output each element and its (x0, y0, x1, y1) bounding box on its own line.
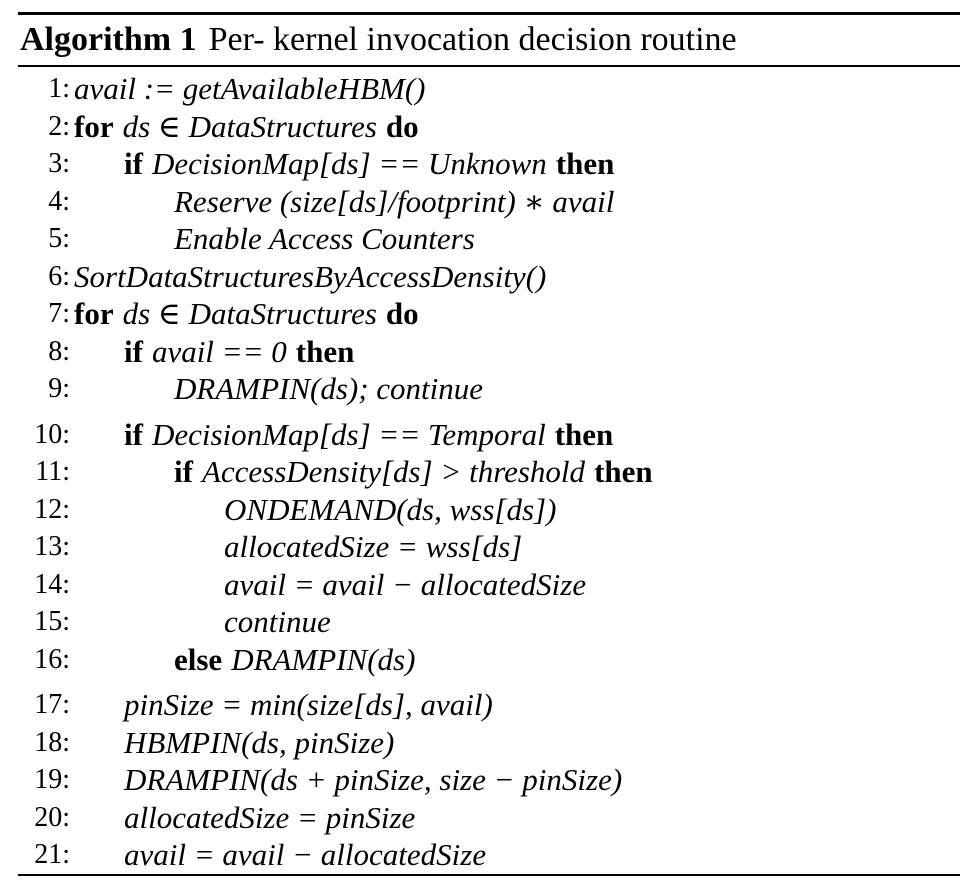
keyword: do (385, 108, 419, 144)
algorithm-line: 15: continue (18, 604, 960, 642)
line-number: 20: (34, 801, 70, 833)
algorithm-line: 5: Enable Access Counters (18, 221, 960, 259)
line-code: avail := getAvailableHBM() (74, 71, 426, 107)
keyword: if (124, 146, 143, 182)
line-number: 8: (48, 335, 70, 367)
top-rule (18, 12, 960, 15)
keyword: then (594, 454, 653, 490)
line-code: HBMPIN(ds, pinSize) (124, 724, 395, 760)
line-number: 17: (34, 689, 70, 721)
line-code: ONDEMAND(ds, wss[ds]) (224, 491, 557, 527)
line-code: SortDataStructuresByAccessDensity() (74, 258, 547, 294)
keyword: then (554, 416, 614, 452)
line-code: pinSize = min(size[ds], avail) (124, 687, 493, 723)
line-code: ds ∈ DataStructures (122, 108, 377, 144)
keyword: if (124, 333, 143, 369)
line-code: Reserve (size[ds]/footprint) ∗ avail (174, 183, 615, 219)
algorithm-line: 9: DRAMPIN(ds); continue (18, 371, 960, 409)
line-number: 21: (34, 839, 70, 871)
algorithm-line: 4: Reserve (size[ds]/footprint) ∗ avail (18, 183, 960, 221)
line-code: continue (224, 604, 331, 640)
line-code: ds ∈ DataStructures (122, 296, 377, 332)
keyword: else (174, 641, 223, 677)
line-number: 9: (48, 373, 70, 405)
line-code: AccessDensity[ds] > threshold (201, 454, 586, 490)
line-code: Enable Access Counters (174, 221, 475, 257)
algorithm-header: Algorithm 1 Per- kernel invocation decis… (18, 15, 960, 65)
algorithm-line: 21: avail = avail − allocatedSize (18, 837, 960, 875)
keyword: for (74, 108, 114, 144)
algorithm-line: 1: avail := getAvailableHBM() (18, 71, 960, 109)
line-code: avail == 0 (151, 333, 287, 369)
line-code: avail = avail − allocatedSize (124, 837, 487, 873)
line-number: 1: (48, 73, 70, 105)
line-code: DRAMPIN(ds); continue (174, 371, 484, 407)
line-number: 18: (34, 726, 70, 758)
line-number: 12: (34, 493, 70, 525)
algorithm-title: Per- kernel invocation decision routine (208, 21, 737, 58)
line-code: DecisionMap[ds] == Temporal (151, 416, 546, 452)
line-number: 4: (48, 185, 70, 217)
line-number: 7: (48, 298, 70, 330)
keyword: then (555, 146, 615, 182)
line-number: 11: (35, 456, 70, 488)
algorithm-line: 18: HBMPIN(ds, pinSize) (18, 724, 960, 762)
algorithm-line: 13: allocatedSize = wss[ds] (18, 529, 960, 567)
line-number: 6: (48, 260, 70, 292)
algorithm-line: 12: ONDEMAND(ds, wss[ds]) (18, 491, 960, 529)
bottom-rule (18, 874, 960, 876)
header-rule (18, 65, 960, 67)
line-number: 19: (34, 764, 70, 796)
algorithm-line: 19: DRAMPIN(ds + pinSize, size − pinSize… (18, 762, 960, 800)
algorithm-line: 20: allocatedSize = pinSize (18, 799, 960, 837)
line-number: 15: (34, 606, 70, 638)
line-code: DecisionMap[ds] == Unknown (151, 146, 547, 182)
line-number: 16: (34, 643, 70, 675)
line-code: allocatedSize = pinSize (124, 799, 416, 835)
line-code: allocatedSize = wss[ds] (224, 529, 523, 565)
line-code: avail = avail − allocatedSize (224, 566, 587, 602)
keyword: if (124, 416, 143, 452)
algorithm-block: Algorithm 1 Per- kernel invocation decis… (18, 12, 960, 876)
line-code: DRAMPIN(ds) (231, 641, 416, 677)
line-number: 13: (34, 531, 70, 563)
algorithm-line: 6: SortDataStructuresByAccessDensity() (18, 258, 960, 296)
line-number: 2: (48, 110, 70, 142)
line-number: 10: (34, 418, 70, 450)
line-number: 14: (34, 568, 70, 600)
keyword: for (74, 296, 114, 332)
line-number: 5: (48, 223, 70, 255)
algorithm-line: 14: avail = avail − allocatedSize (18, 566, 960, 604)
algorithm-line: 17: pinSize = min(size[ds], avail) (18, 687, 960, 725)
keyword: if (174, 454, 193, 490)
line-number: 3: (48, 148, 70, 180)
keyword: do (385, 296, 419, 332)
algorithm-label: Algorithm 1 (20, 21, 197, 58)
line-code: DRAMPIN(ds + pinSize, size − pinSize) (124, 762, 623, 798)
keyword: then (295, 333, 355, 369)
